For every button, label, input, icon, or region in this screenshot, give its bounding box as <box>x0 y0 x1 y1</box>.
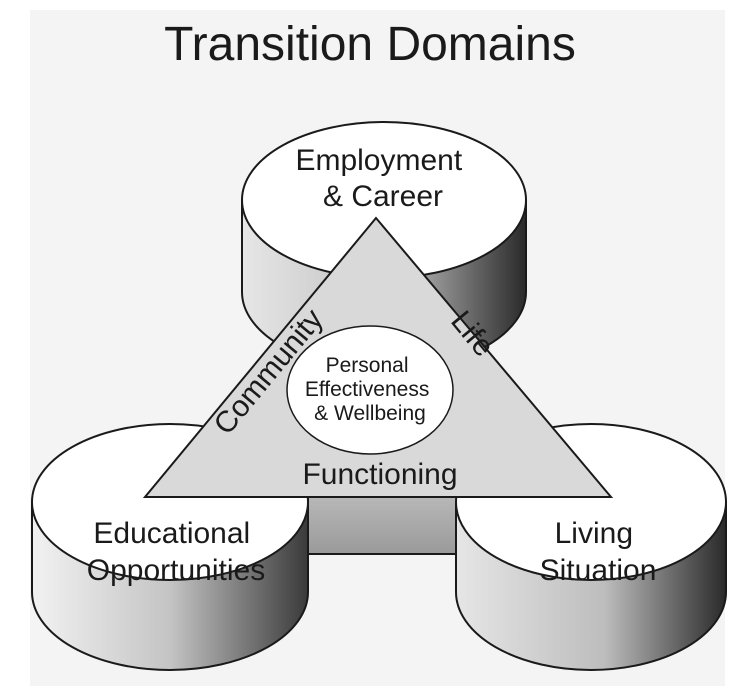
center-line3: & Wellbeing <box>314 402 426 425</box>
center-line2: Effectiveness <box>305 378 430 401</box>
domain-living-line1: Living <box>555 517 633 550</box>
domain-employment-line2: & Career <box>323 180 443 213</box>
domain-living-line2: Situation <box>540 554 657 587</box>
center-label: Personal Effectiveness & Wellbeing <box>305 354 435 425</box>
domain-employment-line1: Employment <box>295 144 462 177</box>
triangle-base-beam <box>307 495 459 555</box>
triangle-bottom-label: Functioning <box>302 458 457 491</box>
center-line1: Personal <box>326 354 409 377</box>
domain-living-label: Living Situation <box>540 517 657 587</box>
domain-educational-line1: Educational <box>93 517 250 550</box>
domain-employment-label: Employment & Career <box>295 144 470 213</box>
center-ellipse <box>286 325 454 455</box>
domain-educational-line2: Opportunities <box>87 554 265 587</box>
diagram-title: Transition Domains <box>164 18 576 71</box>
domain-educational-label: Educational Opportunities <box>87 517 265 587</box>
